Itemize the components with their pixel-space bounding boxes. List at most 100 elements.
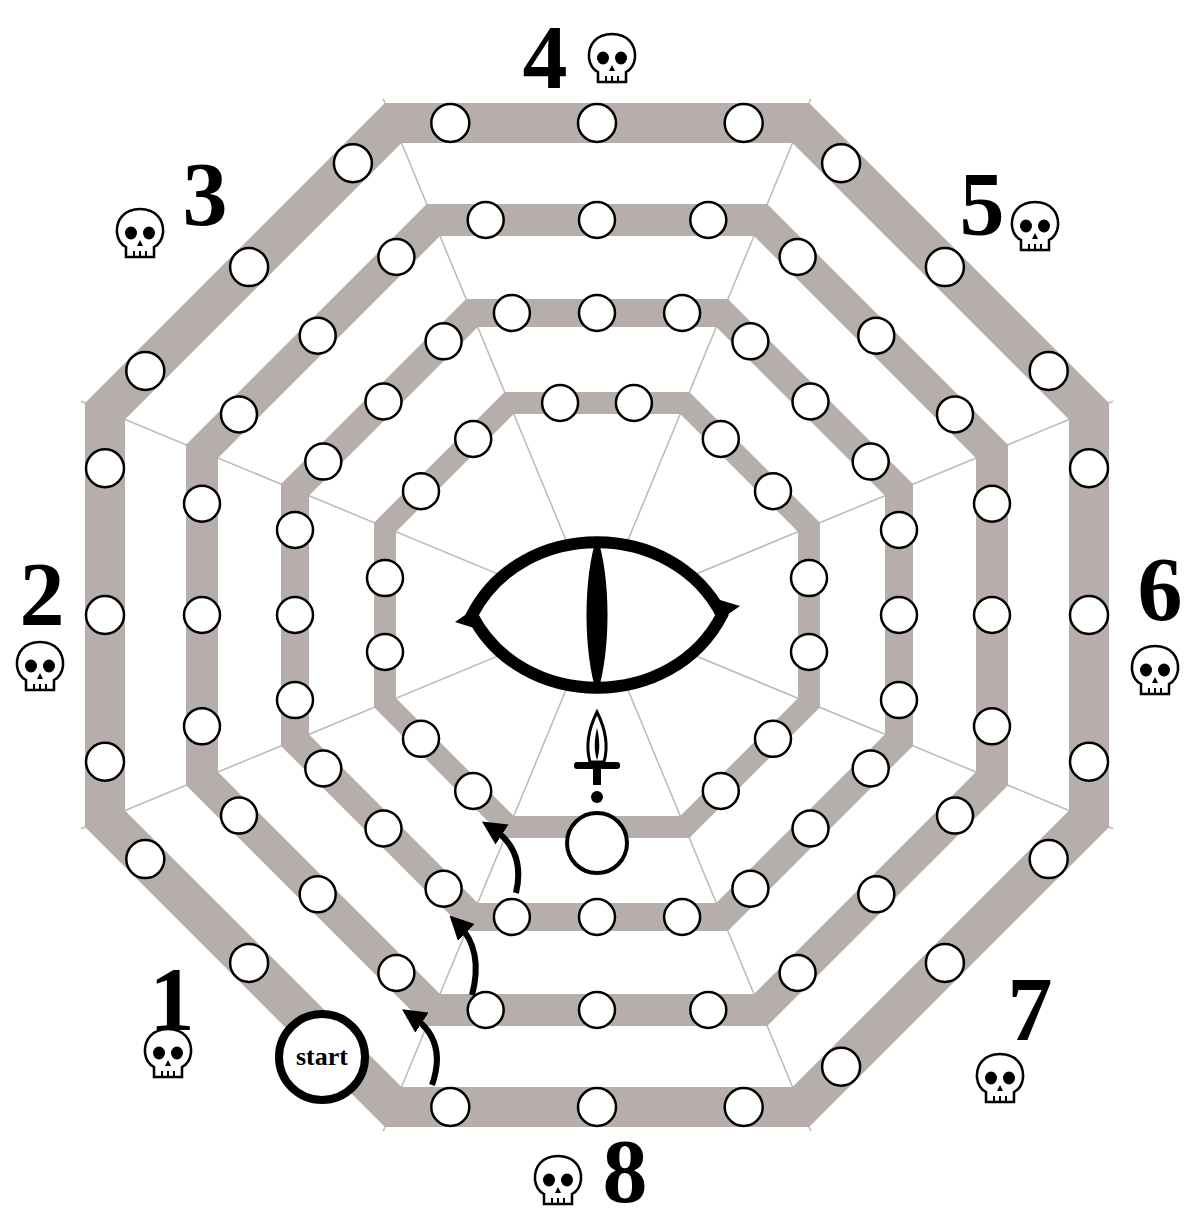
board-space: [86, 743, 124, 781]
board-space: [579, 295, 615, 331]
board-space: [881, 597, 917, 633]
callout-number: 8: [603, 1127, 648, 1217]
spoke-lines: [81, 99, 1113, 1131]
board-space: [431, 104, 469, 142]
board-space: [780, 955, 816, 991]
dagger-symbol: [574, 712, 620, 803]
board-space: [791, 560, 827, 596]
board-space: [579, 202, 615, 238]
board-space: [468, 992, 504, 1028]
board-space: [366, 384, 402, 420]
board-space: [780, 239, 816, 275]
ring-arrow: [492, 828, 518, 893]
callout-number: 6: [1138, 545, 1183, 635]
callout-number: 1: [150, 955, 195, 1045]
board-space: [791, 634, 827, 670]
track-band: [295, 313, 899, 917]
board-space: [366, 811, 402, 847]
callout-number: 7: [1008, 965, 1053, 1055]
board-space: [367, 634, 403, 670]
board-space: [378, 955, 414, 991]
board-space: [1070, 743, 1108, 781]
board-space: [426, 871, 462, 907]
board-space: [664, 295, 700, 331]
skull-icon: [589, 34, 635, 82]
board-space: [494, 295, 530, 331]
board-space: [579, 899, 615, 935]
board-space: [184, 597, 220, 633]
skull-icon: [977, 1054, 1023, 1102]
board-space: [230, 944, 268, 982]
ring-arrow: [458, 924, 476, 995]
callout-number: 3: [183, 150, 228, 240]
board-space: [277, 682, 313, 718]
board-space: [403, 473, 439, 509]
board-space: [725, 1088, 763, 1126]
callout-number: 2: [20, 550, 65, 640]
callout-number: 5: [960, 160, 1005, 250]
board-space: [1070, 596, 1108, 634]
skull-icon: [1012, 202, 1058, 250]
start-space: start: [275, 1010, 369, 1104]
board-space: [468, 202, 504, 238]
skull-icon: [535, 1156, 581, 1204]
board-space: [221, 798, 257, 834]
board-space: [184, 486, 220, 522]
eye-symbol: [455, 536, 740, 694]
board-space: [690, 202, 726, 238]
board-space: [974, 597, 1010, 633]
board-space: [858, 876, 894, 912]
board-space: [822, 1048, 860, 1086]
board-space: [126, 352, 164, 390]
board-space: [703, 773, 739, 809]
board-space: [300, 318, 336, 354]
board-space: [937, 396, 973, 432]
board-space: [853, 444, 889, 480]
board-space: [793, 384, 829, 420]
track-band: [105, 123, 1089, 1107]
board-space: [755, 721, 791, 757]
board-space: [703, 421, 739, 457]
start-label: start: [296, 1044, 348, 1070]
board-space: [858, 318, 894, 354]
board-space: [974, 708, 1010, 744]
board-space: [305, 750, 341, 786]
board-space: [221, 396, 257, 432]
board-space: [1030, 840, 1068, 878]
board-space: [126, 840, 164, 878]
board-space: [732, 323, 768, 359]
board-space: [579, 992, 615, 1028]
board-space: [305, 444, 341, 480]
board-spaces: [86, 104, 1108, 1126]
board-space: [578, 1088, 616, 1126]
board-space: [230, 248, 268, 286]
track-bands: [105, 123, 1089, 1107]
skull-icon: [117, 209, 163, 257]
board-space: [426, 323, 462, 359]
board-space: [822, 144, 860, 182]
board-space: [881, 512, 917, 548]
board-space: [403, 721, 439, 757]
ring-arrows: [412, 828, 518, 1085]
board-space: [664, 899, 700, 935]
board-space: [86, 596, 124, 634]
track-band: [385, 403, 809, 827]
skull-icon: [1132, 646, 1178, 694]
final-space: [567, 813, 627, 873]
board-space: [881, 682, 917, 718]
board-space: [974, 486, 1010, 522]
board-space: [378, 239, 414, 275]
board-space: [690, 992, 726, 1028]
board-space: [494, 899, 530, 935]
board-space: [277, 512, 313, 548]
board-space: [86, 449, 124, 487]
board-space: [926, 248, 964, 286]
board-space: [300, 876, 336, 912]
board-space: [853, 750, 889, 786]
board-space: [1030, 352, 1068, 390]
board-space: [184, 708, 220, 744]
board-space: [793, 811, 829, 847]
skull-icons: [17, 34, 1178, 1204]
board-space: [732, 871, 768, 907]
